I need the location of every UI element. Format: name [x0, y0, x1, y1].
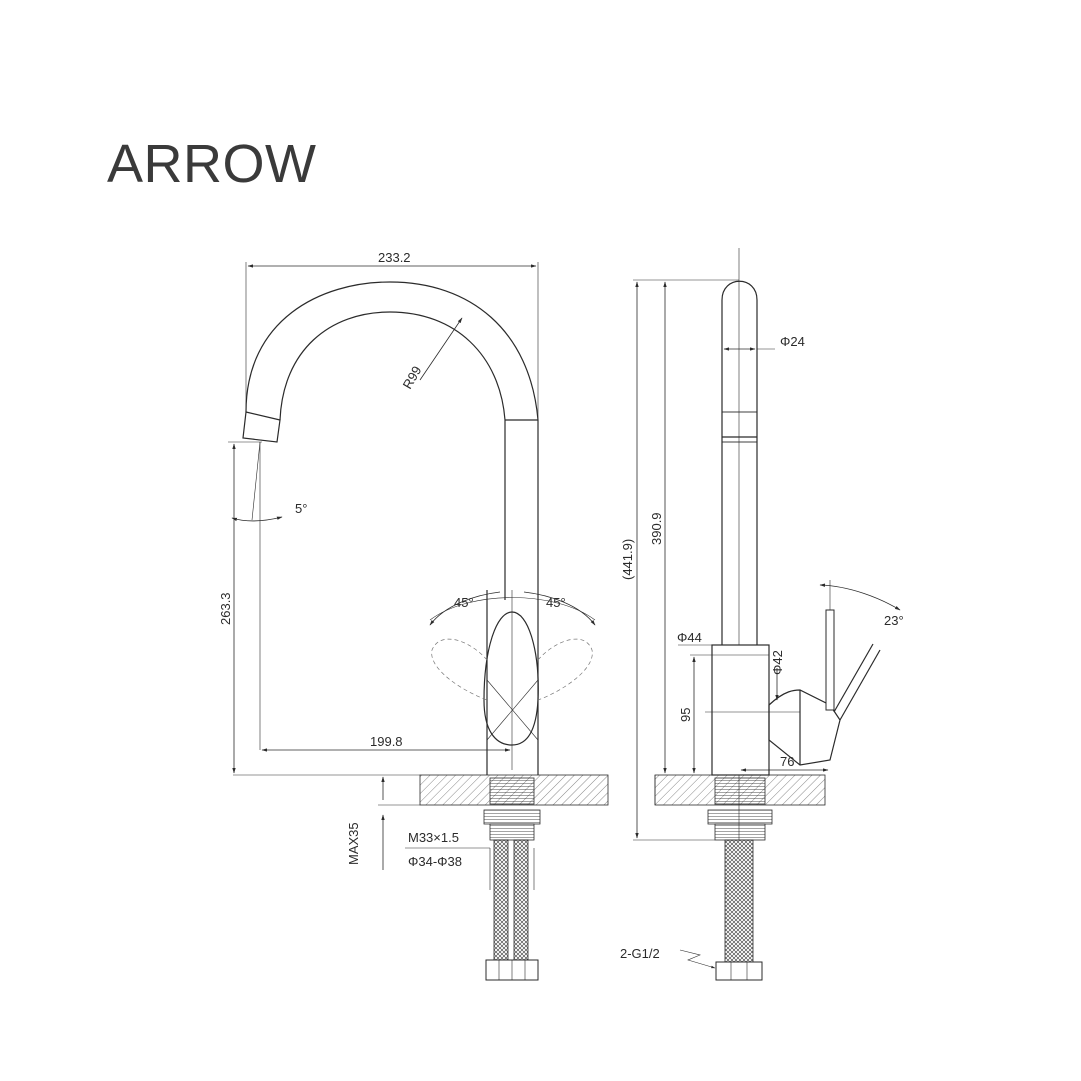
dim-spout-reach: 199.8 [370, 734, 403, 749]
dim-lever-reach: 76 [780, 754, 794, 769]
hose-side [724, 839, 754, 963]
dim-hole-range: Φ34-Φ38 [408, 854, 462, 869]
dim-max-deck: MAX35 [346, 822, 361, 865]
hose-front-left [493, 839, 509, 961]
front-view [228, 262, 609, 981]
spout-side [721, 280, 758, 645]
dim-thread: M33×1.5 [408, 830, 459, 845]
dim-hose-connection: 2-G1/2 [620, 946, 660, 961]
dim-spout-angle: 5° [295, 501, 307, 516]
dim-body-diameter: Φ42 [770, 650, 785, 675]
dim-pipe-diameter: Φ24 [780, 334, 805, 349]
dim-body-height: 95 [678, 708, 693, 722]
dim-lever-angle: 23° [884, 613, 904, 628]
dim-handle-angle-left: 45° [454, 595, 474, 610]
dim-outlet-height: 263.3 [218, 592, 233, 625]
shank-side [714, 777, 766, 805]
spout-outer [245, 281, 539, 590]
hose-fitting-side [715, 961, 763, 981]
lever-ghost [825, 609, 835, 711]
spout-inner [279, 311, 506, 600]
product-title: ARROW [107, 134, 317, 194]
nut-front [483, 809, 541, 825]
dim-total-height: (441.9) [620, 539, 635, 580]
dim-handle-angle-right: 45° [546, 595, 566, 610]
body-side [711, 644, 770, 776]
dim-body-top-diameter: Φ44 [677, 630, 702, 645]
shank-front [489, 777, 535, 805]
hose-front-right [513, 839, 529, 961]
side-view [633, 248, 901, 981]
body-front [486, 590, 539, 775]
handle-front [483, 611, 539, 746]
spout-outlet [242, 411, 281, 443]
dim-spout-radius: R99 [400, 363, 425, 391]
dim-height-above-deck: 390.9 [649, 512, 664, 545]
dim-overall-width: 233.2 [378, 250, 411, 265]
